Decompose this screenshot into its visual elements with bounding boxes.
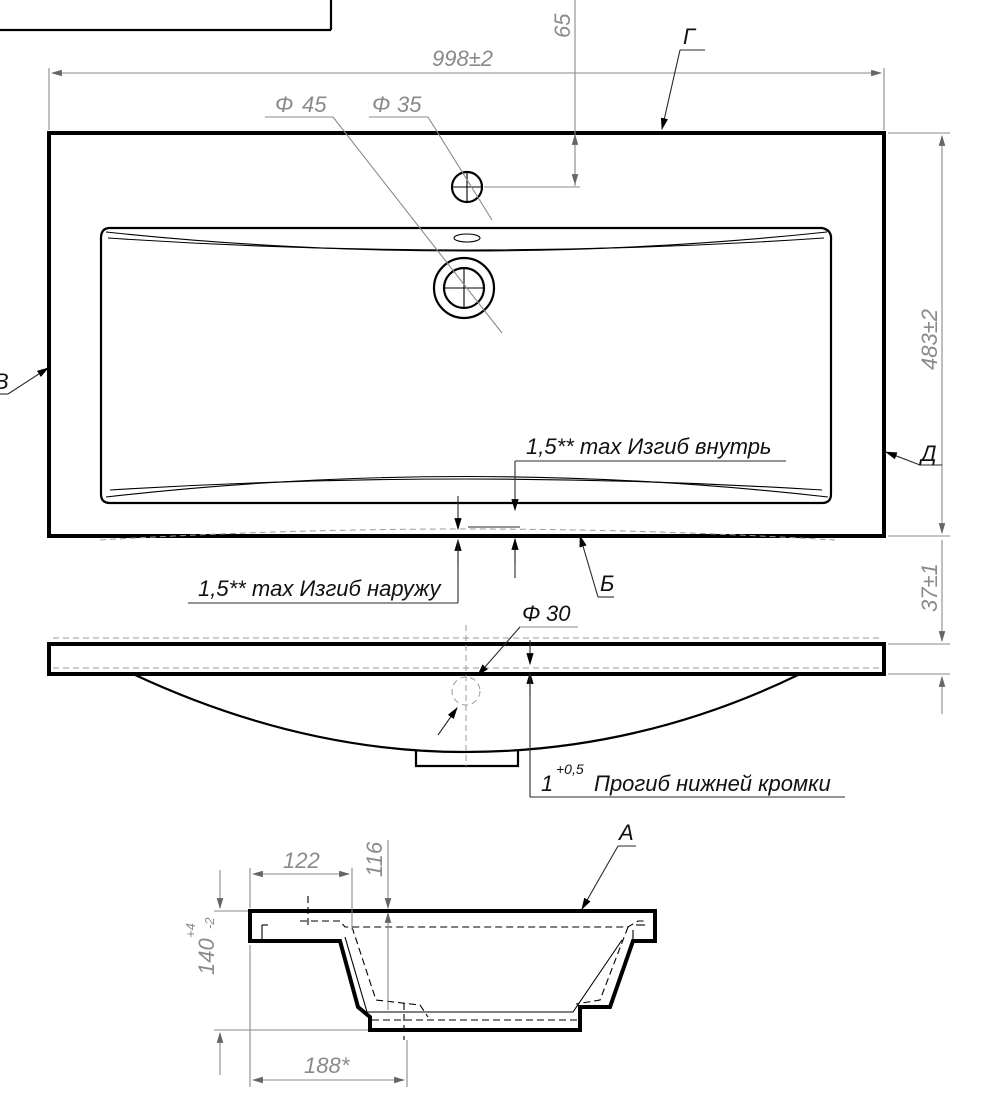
section-hidden-lines	[300, 920, 645, 928]
label-D: Д	[918, 441, 937, 466]
leader-G: Г	[660, 24, 705, 131]
note-bend-in-text: 1,5** max Изгиб внутрь	[526, 434, 772, 459]
dim-140-label: 140	[194, 938, 219, 975]
dim-width: 998±2	[48, 46, 885, 130]
dim-rim: 37±1	[888, 540, 950, 714]
dim-rim-label: 37±1	[917, 563, 942, 612]
top-view-outline	[47, 131, 886, 538]
bowl-bottom-curve	[105, 475, 829, 498]
front-view-bowl	[132, 673, 801, 754]
dim-d30-label: 30	[546, 601, 571, 626]
bowl-contour	[99, 226, 833, 505]
leader-V: В	[0, 367, 50, 395]
top-view	[47, 131, 886, 541]
dim-depth-label: 483±2	[917, 309, 942, 370]
dim-65-label: 65	[550, 13, 575, 38]
leader-d35: Φ 35	[369, 92, 493, 221]
dim-116: 116	[362, 840, 392, 1010]
note-sag-base: 1	[541, 771, 553, 796]
leader-A: А	[581, 820, 636, 911]
label-V: В	[0, 369, 9, 394]
front-view-rim	[47, 642, 886, 676]
dim-d30-symbol: Φ	[522, 601, 540, 626]
note-bend-out: 1,5** max Изгиб наружу	[188, 496, 462, 604]
dim-116-label: 116	[362, 841, 387, 877]
overflow-slot	[453, 233, 481, 243]
leader-d45: Φ 45	[265, 92, 503, 334]
dim-d45-label: 45	[302, 92, 327, 117]
front-view-drain	[414, 751, 520, 768]
front-view	[47, 625, 886, 768]
note-bend-out-text: 1,5** max Изгиб наружу	[198, 576, 443, 601]
dim-width-label: 998±2	[432, 46, 493, 71]
dim-140-tol-plus: +4	[183, 923, 198, 938]
dim-140-tol-minus: -2	[202, 917, 217, 929]
note-bend-in: 1,5** max Изгиб внутрь	[468, 434, 786, 578]
dim-depth: 483±2	[888, 132, 950, 537]
label-G: Г	[683, 24, 697, 49]
dim-d35-symbol: Φ	[372, 92, 390, 117]
note-sag-tol: +0,5	[556, 761, 584, 777]
label-A: А	[617, 820, 634, 845]
bowl-top-curve	[105, 231, 828, 252]
dim-d45-symbol: Φ	[275, 92, 293, 117]
drain-outer	[432, 256, 496, 320]
dim-122-label: 122	[283, 848, 320, 873]
dim-122: 122	[249, 848, 353, 930]
note-sag-text: Прогиб нижней кромки	[594, 771, 831, 796]
dim-d30: Φ 30	[437, 601, 578, 736]
leader-B: Б	[579, 534, 614, 598]
leader-D: Д	[884, 441, 942, 466]
dim-188-label: 188*	[304, 1053, 351, 1078]
dim-140: 140 +4 -2	[183, 870, 368, 1075]
dim-188: 188*	[249, 945, 408, 1087]
section-view	[248, 896, 657, 1040]
title-block-fragment	[0, 0, 333, 32]
dim-65: 65	[484, 0, 580, 188]
note-sag: 1 +0,5 Прогиб нижней кромки	[526, 640, 845, 798]
section-outline	[248, 909, 657, 1032]
dim-d35-label: 35	[397, 92, 422, 117]
label-B: Б	[600, 571, 614, 596]
